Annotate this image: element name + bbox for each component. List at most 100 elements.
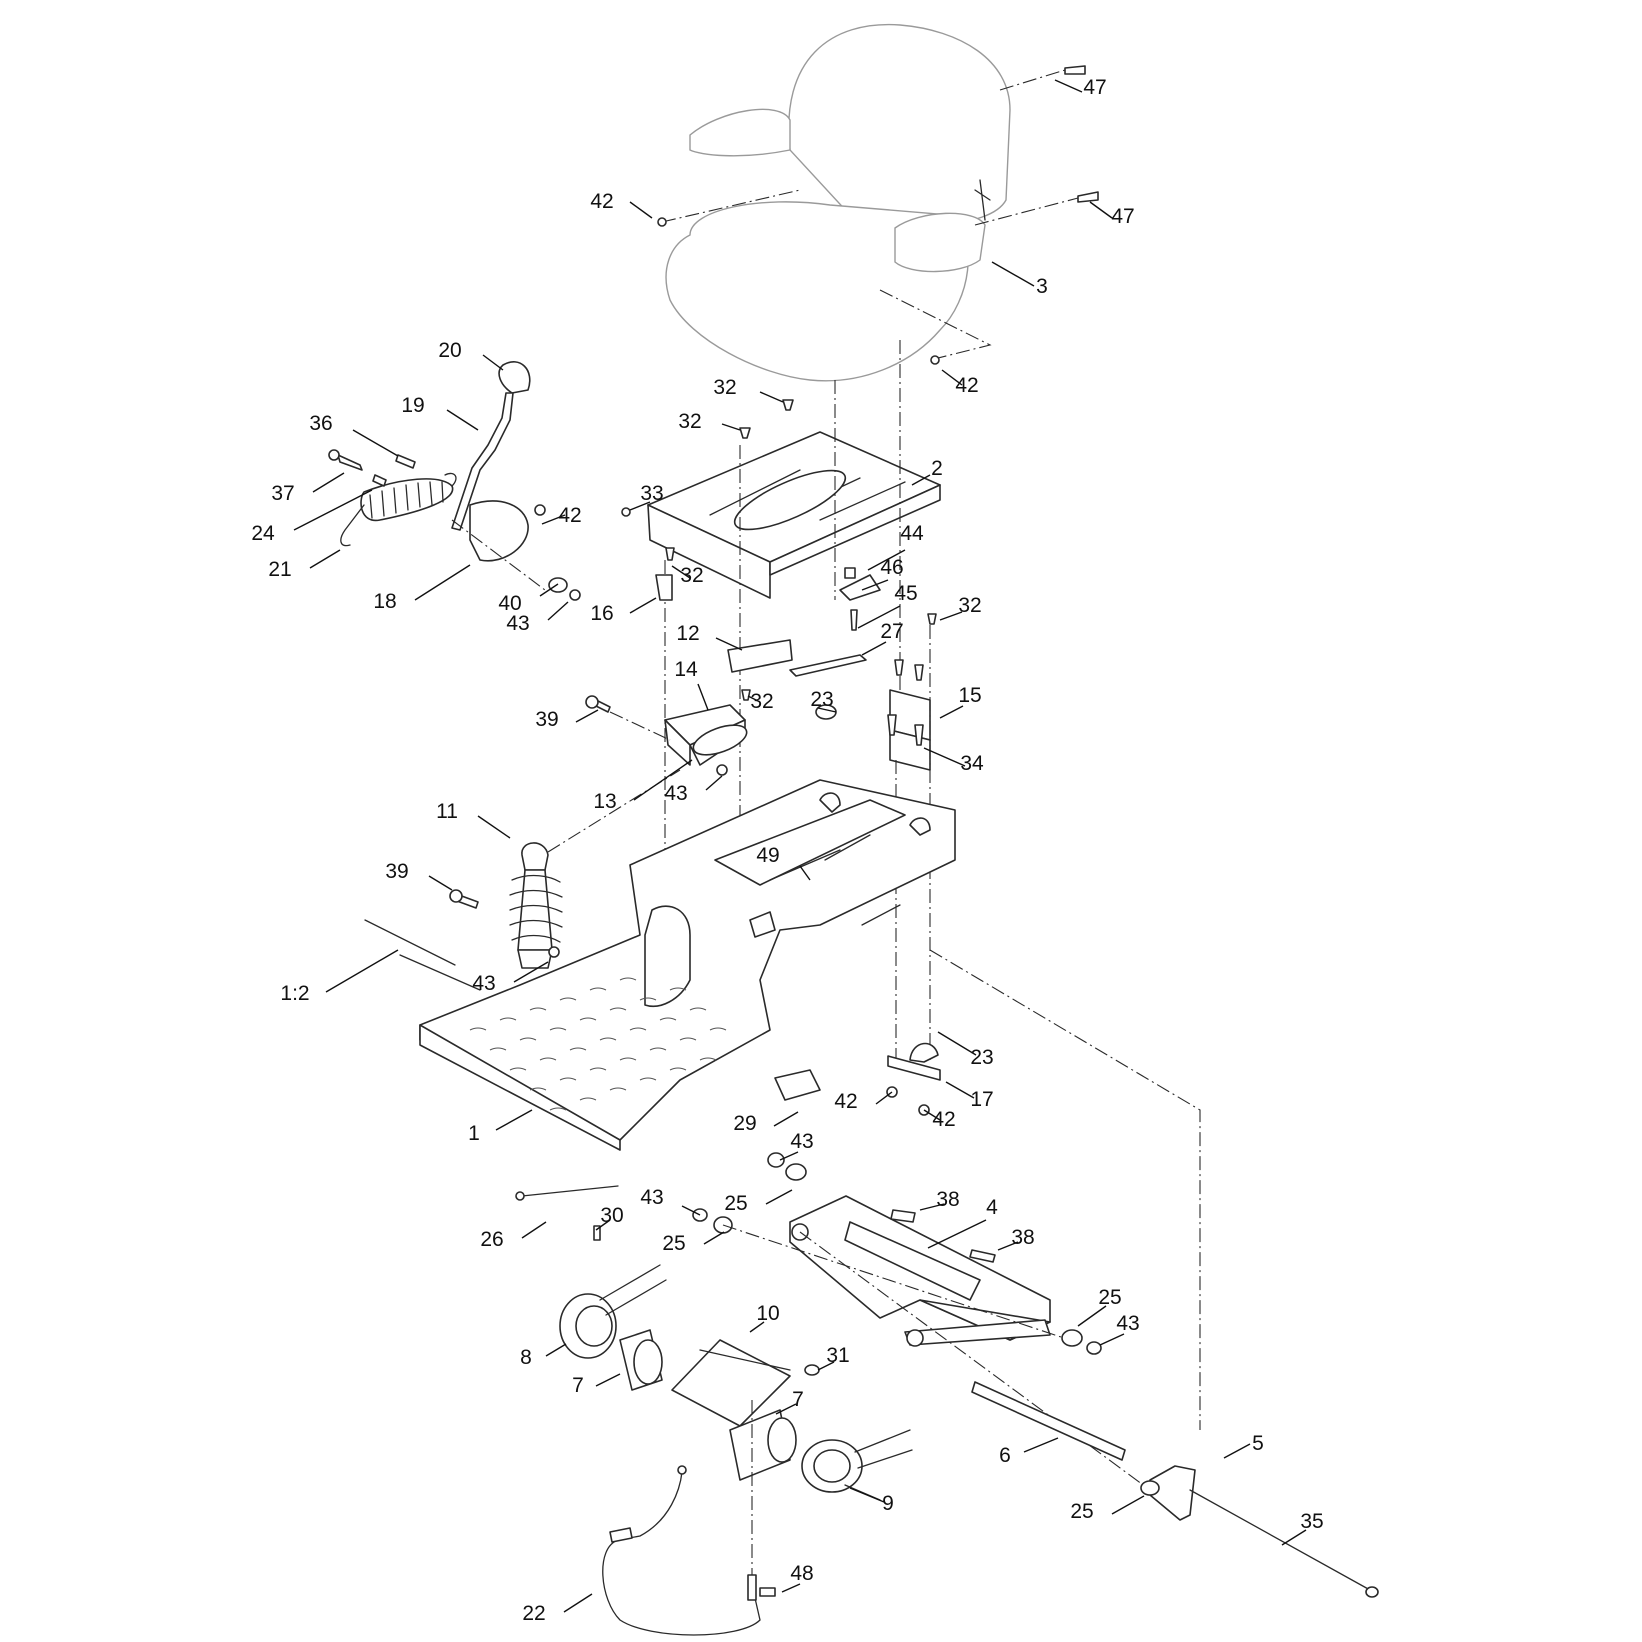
leader-line: [681, 1205, 701, 1216]
callout-32: 32: [939, 594, 982, 621]
callout-label: 7: [572, 1374, 584, 1397]
callout-43: 43: [1099, 1312, 1140, 1346]
leader-line: [312, 472, 345, 493]
callout-13: 13: [593, 759, 693, 813]
leader-line: [799, 865, 811, 881]
callout-label: 26: [480, 1228, 503, 1251]
leader-line: [513, 961, 549, 983]
callout-label: 6: [999, 1444, 1011, 1467]
callout-label: 43: [790, 1130, 813, 1153]
callout-label: 42: [590, 190, 613, 213]
callout-46: 46: [861, 556, 904, 591]
callout-label: 43: [1116, 1312, 1139, 1335]
callout-1: 1: [468, 1109, 533, 1145]
callout-label: 1:2: [280, 982, 309, 1005]
leader-line: [939, 705, 964, 719]
callout-label: 38: [936, 1188, 959, 1211]
leader-line: [923, 747, 966, 767]
callout-label: 25: [662, 1232, 685, 1255]
callout-27: 27: [861, 620, 904, 656]
callout-6: 6: [999, 1437, 1059, 1467]
leader-line: [1099, 1333, 1125, 1346]
callout-label: 47: [1111, 205, 1134, 228]
callout-39: 39: [535, 708, 599, 731]
callout-37: 37: [271, 472, 345, 505]
leader-line: [545, 1343, 567, 1357]
callout-44: 44: [867, 522, 924, 571]
callout-16: 16: [590, 597, 657, 625]
callout-label: 2: [931, 457, 943, 480]
callout-20: 20: [438, 339, 504, 371]
callout-23: 23: [810, 688, 837, 713]
callout-label: 19: [401, 394, 424, 417]
callout-25: 25: [1070, 1495, 1145, 1523]
leader-line: [759, 391, 784, 403]
leader-line: [352, 429, 399, 457]
callout-label: 30: [600, 1204, 623, 1227]
callout-label: 3: [1036, 275, 1048, 298]
leader-line: [563, 1593, 593, 1613]
callout-24: 24: [251, 489, 373, 545]
leader-line: [671, 565, 691, 579]
leader-line: [477, 815, 511, 839]
callout-label: 39: [385, 860, 408, 883]
leader-line: [923, 1109, 941, 1121]
leader-line: [428, 875, 453, 891]
callout-22: 22: [522, 1593, 593, 1625]
callout-45: 45: [857, 582, 918, 629]
callout-36: 36: [309, 412, 399, 457]
callout-label: 43: [640, 1186, 663, 1209]
callout-43: 43: [506, 601, 569, 635]
leader-line: [781, 1583, 801, 1593]
leader-line: [482, 354, 504, 371]
callout-25: 25: [724, 1189, 793, 1215]
shock-absorber: [449, 769, 681, 969]
callout-label: 45: [894, 582, 917, 605]
leader-line: [629, 597, 657, 614]
callout-label: 42: [558, 504, 581, 527]
callout-label: 32: [750, 690, 773, 713]
shift-lever-assembly: [328, 361, 581, 601]
leader-line: [1089, 201, 1113, 219]
callout-32: 32: [747, 690, 774, 713]
leader-line: [849, 1487, 885, 1503]
callout-31: 31: [817, 1344, 850, 1371]
callout-29: 29: [733, 1111, 799, 1135]
leader-line: [749, 1321, 765, 1333]
callout-label: 42: [955, 374, 978, 397]
callout-43: 43: [472, 961, 549, 995]
callout-12: 12: [676, 622, 743, 651]
callout-4: 4: [927, 1196, 998, 1249]
leader-line: [1223, 1443, 1251, 1459]
leader-line: [595, 1219, 611, 1231]
callout-label: 34: [960, 752, 984, 775]
callout-42: 42: [541, 504, 582, 527]
callout-label: 1: [468, 1122, 480, 1145]
callout-48: 48: [781, 1562, 814, 1593]
leader-line: [633, 759, 693, 801]
callout-25: 25: [662, 1231, 725, 1255]
callout-label: 32: [678, 410, 701, 433]
callout-18: 18: [373, 564, 471, 613]
callout-label: 27: [880, 620, 903, 643]
leader-line: [521, 1221, 547, 1239]
callout-43: 43: [640, 1186, 701, 1216]
callout-label: 15: [958, 684, 981, 707]
leader-line: [817, 1361, 835, 1371]
callout-label: 25: [724, 1192, 747, 1215]
leader-line: [309, 549, 341, 569]
leader-line: [697, 683, 709, 711]
leader-line: [817, 707, 837, 713]
leader-line: [703, 1231, 725, 1245]
callout-label: 8: [520, 1346, 532, 1369]
callout-15: 15: [939, 684, 982, 719]
callout-label: 16: [590, 602, 613, 625]
callout-label: 21: [268, 558, 291, 581]
callout-32: 32: [671, 564, 704, 587]
callout-43: 43: [664, 775, 723, 805]
callout-label: 17: [970, 1088, 993, 1111]
leader-line: [779, 1151, 799, 1161]
callout-label: 23: [970, 1046, 993, 1069]
leader-line: [945, 1081, 975, 1099]
